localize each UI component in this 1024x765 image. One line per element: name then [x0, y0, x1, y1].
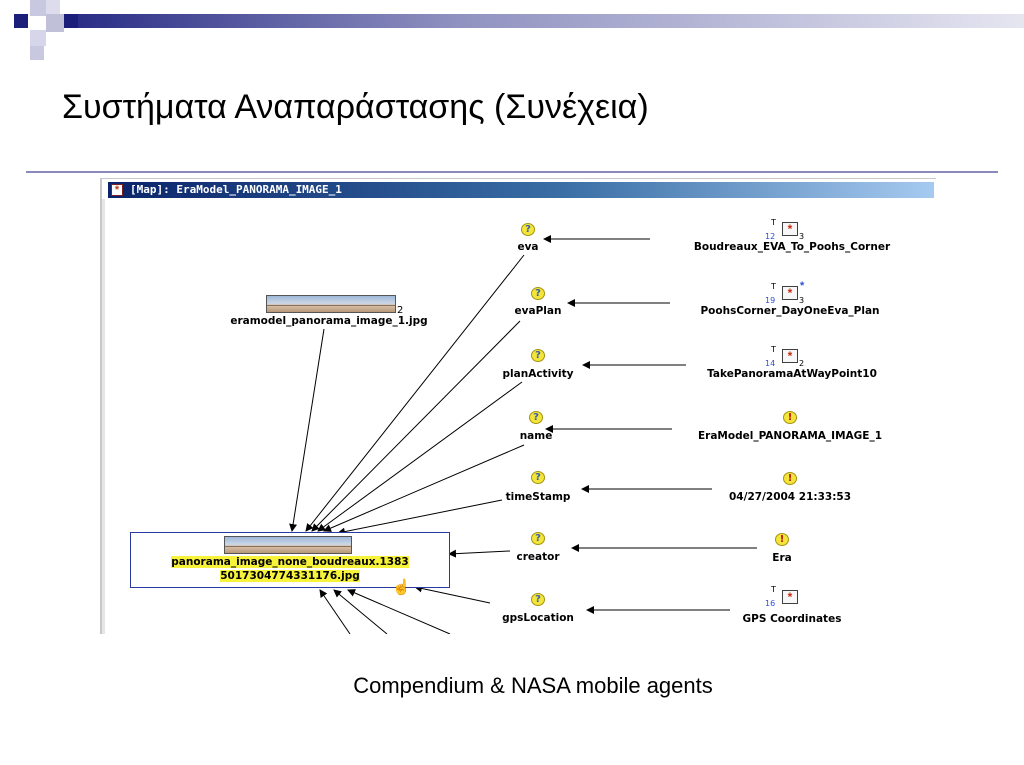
value-node-evaplan[interactable]: PoohsCorner_DayOneEva_Plan — [700, 305, 880, 317]
value-node-planactivity[interactable]: TakePanoramaAtWayPoint10 — [707, 368, 877, 380]
title-divider — [26, 171, 998, 173]
template-header-gradient — [78, 14, 1024, 28]
question-icon[interactable]: ? — [531, 471, 545, 484]
attribute-node-creator[interactable]: creator — [516, 551, 560, 563]
star-icon: * — [800, 280, 805, 292]
asterisk-map-icon: * — [111, 184, 123, 196]
map-icon[interactable]: * — [782, 590, 798, 604]
template-square-light — [30, 46, 44, 60]
link-name-node — [323, 444, 525, 532]
slide-title: Συστήματα Αναπαράστασης (Συνέχεια) — [62, 88, 649, 126]
attribute-node-timestamp[interactable]: timeStamp — [505, 491, 571, 503]
badge-count-left: 14 — [765, 359, 776, 368]
link-offscreen-1 — [319, 589, 351, 634]
link-timestamp-node — [337, 499, 503, 536]
badge-type: T — [771, 282, 776, 291]
link-layer — [289, 235, 757, 634]
map-icon[interactable]: * — [782, 349, 798, 363]
value-node-gpslocation[interactable]: GPS Coordinates — [742, 613, 842, 625]
slide-caption: Compendium & NASA mobile agents — [353, 673, 713, 698]
template-square-light — [46, 14, 64, 32]
window-left-edge — [102, 199, 105, 634]
question-icon[interactable]: ? — [531, 532, 545, 545]
exclamation-icon[interactable]: ! — [783, 472, 797, 485]
template-square-light — [46, 0, 60, 14]
badge-type: T — [771, 345, 776, 354]
attribute-node-eva[interactable]: eva — [517, 241, 539, 253]
image-node-label[interactable]: eramodel_panorama_image_1.jpg — [230, 315, 428, 327]
value-node-creator[interactable]: Era — [772, 552, 792, 564]
badge-count-left: 16 — [765, 599, 776, 608]
badge-type: T — [771, 585, 776, 594]
attribute-node-evaplan[interactable]: evaPlan — [514, 305, 562, 317]
link-eva-node — [305, 254, 525, 532]
exclamation-icon[interactable]: ! — [783, 411, 797, 424]
link-evaplan-node — [311, 320, 521, 532]
question-icon[interactable]: ? — [529, 411, 543, 424]
value-node-eva[interactable]: Boudreaux_EVA_To_Poohs_Corner — [693, 241, 891, 253]
badge-type: T — [771, 218, 776, 227]
value-node-timestamp[interactable]: 04/27/2004 21:33:53 — [728, 491, 852, 503]
template-square-light — [30, 0, 46, 16]
question-icon[interactable]: ? — [531, 593, 545, 606]
panorama-thumbnail-icon[interactable] — [266, 295, 396, 313]
window-title: [Map]: EraModel_PANORAMA_IMAGE_1 — [130, 183, 342, 196]
badge-count-left: 19 — [765, 296, 776, 305]
template-square-navy — [64, 14, 78, 28]
image-node-badge: 2 — [397, 305, 404, 316]
badge-count-right: 3 — [799, 296, 805, 305]
compendium-map-window: * [Map]: EraModel_PANORAMA_IMAGE_1 ? — [100, 178, 936, 634]
attribute-node-name[interactable]: name — [519, 430, 553, 442]
link-offscreen-2 — [333, 589, 388, 634]
template-square-navy — [14, 14, 28, 28]
badge-count-right: 2 — [799, 359, 805, 368]
attribute-node-planactivity[interactable]: planActivity — [502, 368, 574, 380]
selected-node[interactable]: panorama_image_none_boudreaux.1383 50173… — [130, 532, 450, 588]
window-title-bar[interactable]: * [Map]: EraModel_PANORAMA_IMAGE_1 — [108, 182, 934, 198]
hand-cursor-icon: ☝ — [392, 579, 411, 596]
question-icon[interactable]: ? — [531, 287, 545, 300]
link-offscreen-3 — [347, 589, 451, 634]
badge-count-right: 3 — [799, 232, 805, 241]
map-icon[interactable]: * — [782, 222, 798, 236]
badge-count-left: 12 — [765, 232, 776, 241]
attribute-node-gpslocation[interactable]: gpsLocation — [502, 612, 574, 624]
template-square-light — [30, 30, 46, 46]
question-icon[interactable]: ? — [531, 349, 545, 362]
link-planactivity-node — [317, 381, 523, 532]
exclamation-icon[interactable]: ! — [775, 533, 789, 546]
link-gps-node — [414, 584, 491, 604]
selected-node-label-line1: panorama_image_none_boudreaux.1383 — [171, 556, 409, 568]
selected-node-label-line2: 5017304774331176.jpg — [220, 570, 360, 582]
map-icon[interactable]: * — [782, 286, 798, 300]
question-icon[interactable]: ? — [521, 223, 535, 236]
link-creator-node — [448, 549, 511, 558]
value-node-name[interactable]: EraModel_PANORAMA_IMAGE_1 — [697, 430, 883, 442]
panorama-thumbnail-icon — [224, 536, 352, 554]
link-image-node — [289, 328, 325, 532]
